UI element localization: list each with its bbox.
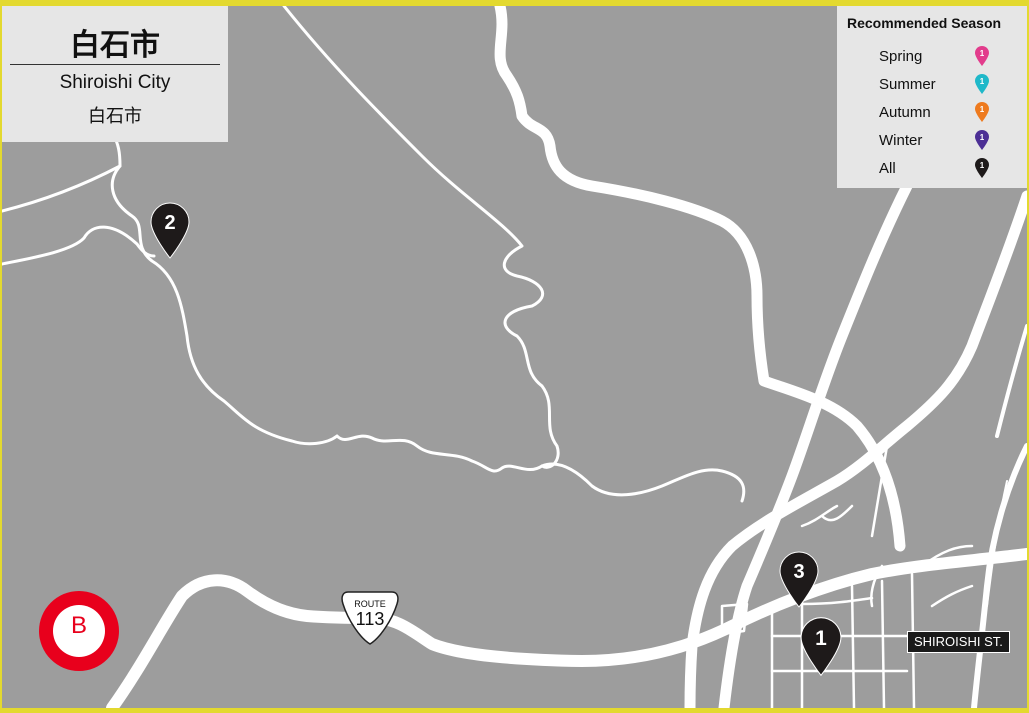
map-marker-3[interactable]: 3	[778, 551, 820, 609]
legend-pin-number: 1	[980, 161, 985, 170]
marker-number: 2	[164, 212, 175, 234]
winter-pin-icon: 1	[975, 130, 989, 150]
road-west-spur	[2, 225, 156, 266]
marker-number: 1	[815, 627, 827, 650]
road-west-winding	[2, 164, 746, 503]
route-shield-icon	[341, 591, 399, 645]
map-marker-2[interactable]: 2	[149, 202, 191, 260]
legend-label: Autumn	[879, 104, 931, 121]
area-badge-ring-icon	[39, 591, 119, 671]
route-number: 113	[355, 609, 385, 629]
road-route-113	[106, 548, 1027, 708]
autumn-pin-icon: 1	[975, 102, 989, 122]
city-title-japanese: 白石市	[70, 28, 160, 63]
spring-pin-icon: 1	[975, 46, 989, 66]
legend-pin-number: 1	[980, 49, 985, 58]
title-divider	[10, 64, 220, 65]
legend-pin-number: 1	[980, 77, 985, 86]
station-label: SHIROISHI ST.	[907, 631, 1010, 653]
marker-number: 3	[793, 561, 804, 583]
legend-item-spring: Spring 1	[879, 45, 1019, 71]
legend-label: Winter	[879, 132, 923, 149]
area-badge: B	[38, 590, 120, 672]
legend-title: Recommended Season	[847, 15, 1002, 31]
road-network	[2, 6, 1027, 708]
legend-label: All	[879, 160, 896, 177]
legend-pin-number: 1	[980, 105, 985, 114]
railway-branch	[986, 480, 1008, 607]
road-northeast-thick	[718, 180, 913, 708]
road-north-thick	[494, 6, 906, 552]
legend-item-winter: Winter 1	[879, 129, 1019, 155]
legend-item-autumn: Autumn 1	[879, 101, 1019, 127]
legend-item-summer: Summer 1	[879, 73, 1019, 99]
legend-pin-number: 1	[980, 133, 985, 142]
legend-label: Summer	[879, 76, 936, 93]
legend-item-all: All 1	[879, 157, 1019, 183]
map-canvas[interactable]: 白石市 Shiroishi City 白石市 Recommended Seaso…	[2, 6, 1027, 708]
road-east-thick	[684, 190, 1027, 708]
season-legend: Recommended Season Spring 1 Summer 1 Aut…	[837, 6, 1027, 188]
city-title-english: Shiroishi City	[59, 72, 171, 93]
area-badge-letter: B	[70, 612, 87, 639]
route-word: ROUTE	[354, 599, 386, 609]
city-title-japanese-sub: 白石市	[88, 106, 142, 127]
road-north-winding	[282, 6, 560, 469]
summer-pin-icon: 1	[975, 74, 989, 94]
map-marker-1[interactable]: 1	[799, 616, 843, 678]
route-shield: ROUTE 113	[340, 590, 400, 646]
road-east-split	[995, 324, 1027, 438]
all-pin-icon: 1	[975, 158, 989, 178]
railway	[971, 443, 1027, 708]
city-title-panel: 白石市 Shiroishi City 白石市	[2, 6, 228, 142]
legend-label: Spring	[879, 48, 923, 65]
